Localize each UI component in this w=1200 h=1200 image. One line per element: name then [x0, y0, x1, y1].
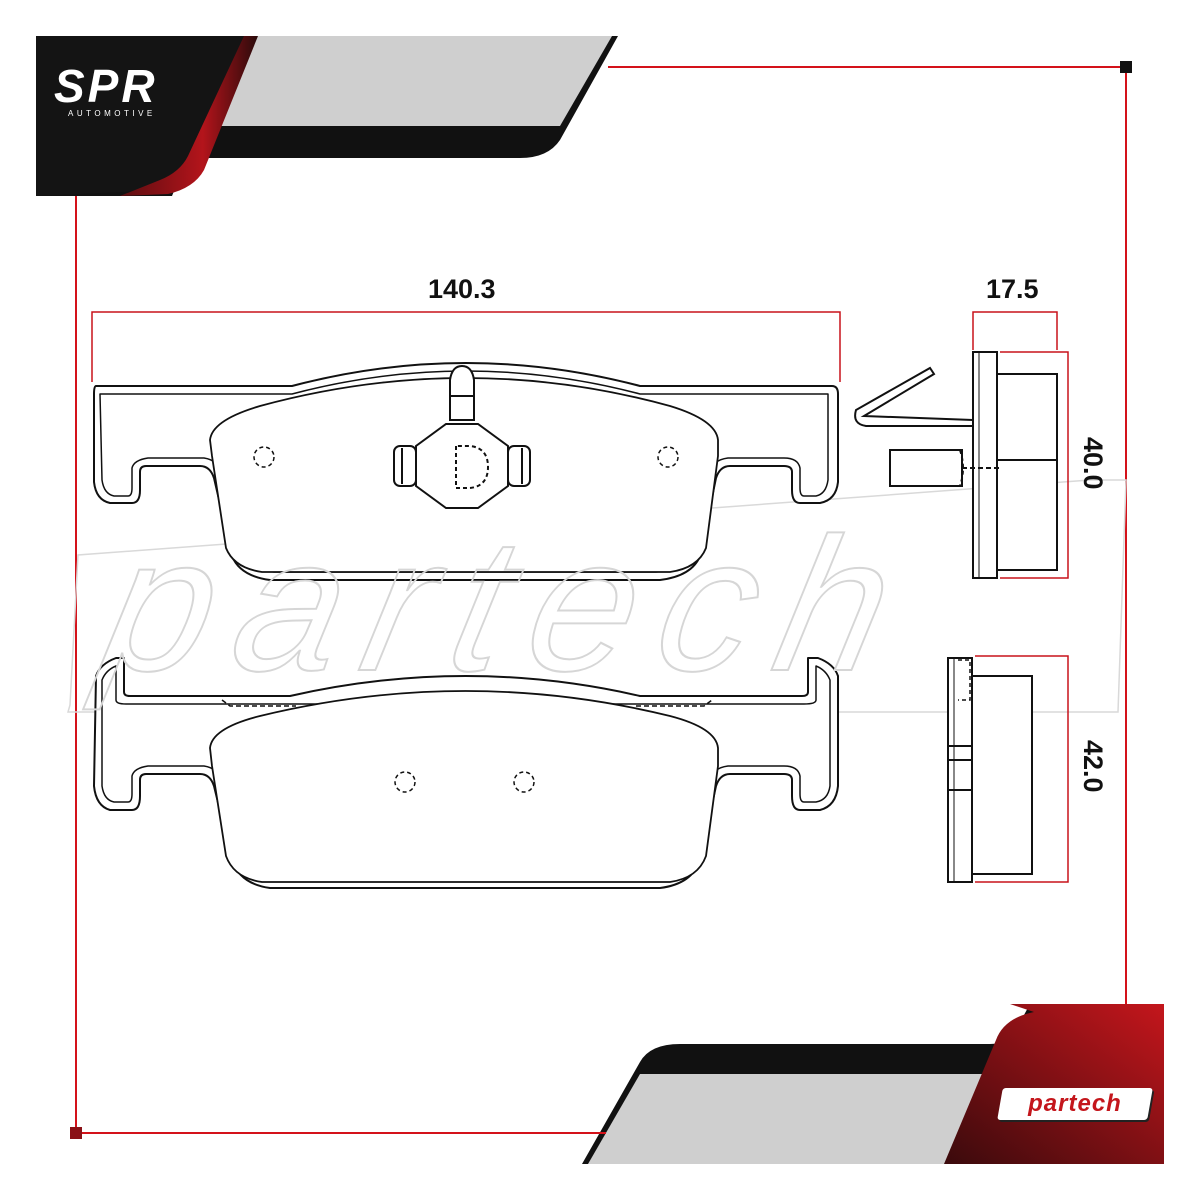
dashed-hole — [513, 771, 535, 793]
dimension-height-top-label: 40.0 — [1078, 437, 1108, 490]
dimension-thickness-label: 17.5 — [986, 274, 1039, 304]
spr-logo-tagline: AUTOMOTIVE — [68, 109, 156, 118]
dashed-hole — [657, 446, 679, 468]
dashed-hole — [394, 771, 416, 793]
spr-logo: SPR AUTOMOTIVE — [54, 60, 180, 118]
corner-banner-bottom-right — [582, 1004, 1164, 1164]
spr-logo-name: SPR — [54, 60, 158, 112]
watermark-outline — [67, 479, 1127, 713]
dimension-lines — [91, 311, 1069, 883]
brake-pad-bottom-side — [947, 657, 1033, 883]
partech-logo: partech — [997, 1088, 1153, 1120]
brake-pad-top-side — [854, 351, 1058, 579]
dimension-height-bottom-label: 42.0 — [1078, 740, 1108, 793]
frame-corner-marker-top-right — [1120, 61, 1132, 73]
watermark-text: partech — [86, 498, 935, 712]
dimension-width-label: 140.3 — [428, 274, 496, 304]
dashed-hole — [253, 446, 275, 468]
frame-lines — [75, 66, 1127, 1134]
corner-banner-top-left — [36, 36, 618, 196]
partech-logo-text: partech — [1028, 1090, 1122, 1117]
frame-corner-marker-bottom-left — [70, 1127, 82, 1139]
sensor-connector — [393, 364, 531, 509]
brake-pad-bottom-front — [93, 657, 839, 889]
